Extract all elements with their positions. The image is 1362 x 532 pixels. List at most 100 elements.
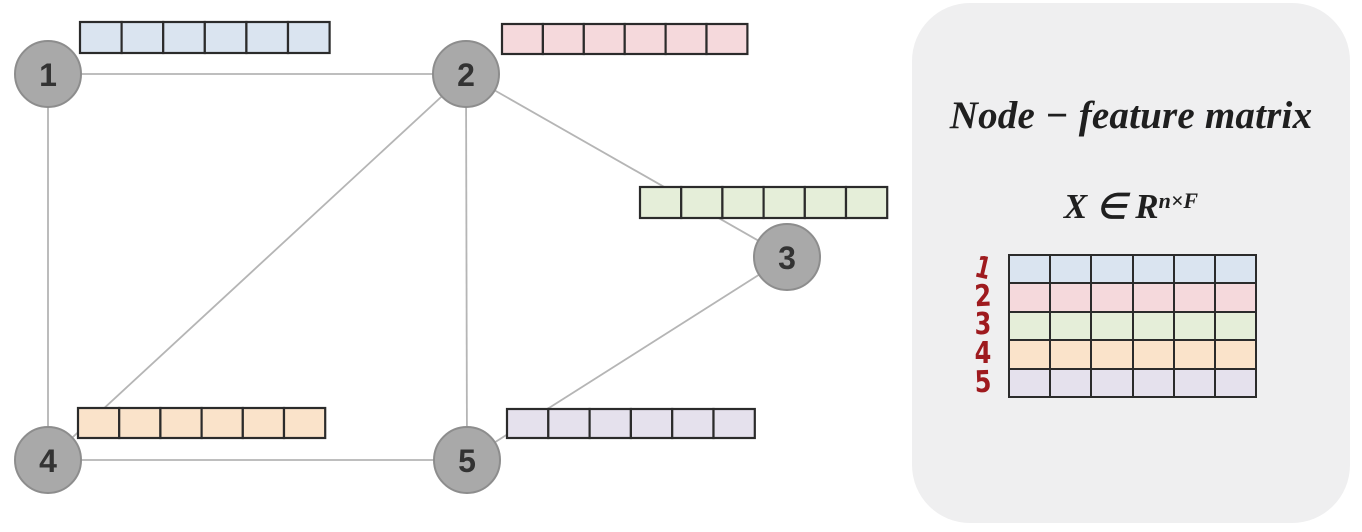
matrix-row-labels: 1 2 3 4 5 (964, 249, 1002, 400)
node-circle-5 (433, 426, 501, 494)
graph-node-5: 5 (433, 426, 501, 494)
feature-cell (762, 185, 806, 220)
feature-cell (505, 407, 550, 440)
feature-cell (671, 407, 715, 440)
feature-cell (159, 406, 203, 440)
feature-cell (120, 20, 165, 55)
graph-node-4: 4 (14, 426, 82, 494)
matrix-cell (1133, 369, 1173, 396)
node-label-3: 3 (778, 240, 796, 276)
feature-cell (844, 185, 889, 220)
node-label-2: 2 (457, 57, 475, 93)
node-circle-4 (14, 426, 82, 494)
graph-diagram: 1 2 3 4 5 (14, 20, 889, 494)
feature-cell (78, 20, 123, 55)
matrix-cell (1051, 256, 1091, 283)
feature-cell (541, 22, 585, 56)
matrix-cell (1092, 369, 1132, 396)
matrix-cell (1174, 341, 1214, 368)
feature-cell (680, 185, 724, 220)
matrix-cell (1010, 312, 1050, 340)
matrix-cell (1010, 256, 1050, 283)
graph-node-1: 1 (14, 40, 82, 108)
feature-vector-node1 (78, 20, 331, 55)
feature-cell (623, 22, 667, 56)
feature-cell (547, 407, 591, 440)
matrix-cell (1051, 369, 1091, 396)
matrix-cell (1215, 312, 1256, 340)
feature-cell (664, 22, 708, 56)
feature-cell (241, 406, 286, 440)
matrix-cell (1010, 284, 1050, 311)
formula-superscript: n×F (1158, 188, 1199, 214)
matrix-cell (1215, 256, 1256, 283)
node-circle-3 (753, 223, 821, 291)
panel-title: Node − feature matrix (949, 94, 1313, 137)
node-feature-matrix (1008, 254, 1257, 398)
matrix-row-1 (1010, 256, 1256, 283)
feature-cell (282, 406, 327, 440)
matrix-cell (1174, 284, 1214, 311)
graph-edges (47, 73, 788, 461)
node-circle-2 (432, 40, 500, 108)
matrix-cell (1215, 284, 1256, 311)
feature-vector-node4 (76, 406, 327, 440)
feature-cell (200, 406, 244, 440)
edge-2-5 (465, 73, 468, 461)
matrix-cell (1092, 284, 1132, 311)
feature-cell (712, 407, 756, 440)
matrix-cell (1215, 369, 1256, 396)
matrix-row-2 (1010, 284, 1256, 311)
matrix-cell (1215, 341, 1256, 368)
matrix-cell (1051, 341, 1091, 368)
feature-cell (286, 20, 331, 55)
edge-2-4 (47, 73, 467, 461)
edge-2-3 (465, 73, 788, 258)
node-label-5: 5 (458, 443, 476, 479)
node-feature-matrix-panel: Node − feature matrix X ∈ Rn×F 1 2 3 4 5 (912, 3, 1350, 523)
node-circle-1 (14, 40, 82, 108)
node-label-4: 4 (39, 443, 57, 479)
matrix-cell (1133, 312, 1173, 340)
formula-base: X ∈ R (1063, 187, 1159, 226)
matrix-row-label-3: 3 (974, 307, 992, 343)
matrix-cell (1133, 256, 1173, 283)
feature-cell (203, 20, 248, 55)
matrix-cell (1174, 256, 1214, 283)
matrix-row-3 (1010, 312, 1256, 340)
node-label-1: 1 (39, 57, 57, 93)
matrix-row-label-4: 4 (974, 335, 992, 371)
matrix-cell (1174, 312, 1214, 340)
matrix-cell (1010, 341, 1050, 368)
matrix-row-4 (1010, 341, 1256, 368)
matrix-row-5 (1010, 369, 1256, 396)
feature-cell (588, 407, 632, 440)
feature-cell (582, 22, 626, 56)
feature-cell (629, 407, 674, 440)
feature-cell (721, 185, 765, 220)
feature-vector-node2 (500, 22, 749, 56)
matrix-cell (1133, 341, 1173, 368)
matrix-cell (1174, 369, 1214, 396)
matrix-cell (1092, 341, 1132, 368)
matrix-formula: X ∈ Rn×F (912, 187, 1350, 227)
feature-cell (245, 20, 290, 55)
matrix-cell (1092, 312, 1132, 340)
matrix-cell (1051, 312, 1091, 340)
feature-cell (118, 406, 162, 440)
matrix-cell (1092, 256, 1132, 283)
feature-cell (638, 185, 683, 220)
graph-node-3: 3 (753, 223, 821, 291)
matrix-cell (1133, 284, 1173, 311)
matrix-row-label-5: 5 (974, 363, 992, 400)
graph-node-2: 2 (432, 40, 500, 108)
feature-cell (803, 185, 848, 220)
feature-cell (705, 22, 749, 56)
matrix-cell (1010, 369, 1050, 396)
feature-cell (500, 22, 545, 56)
feature-vector-node3 (638, 185, 889, 220)
feature-cell (162, 20, 206, 55)
matrix-cell (1051, 284, 1091, 311)
feature-cell (76, 406, 121, 440)
